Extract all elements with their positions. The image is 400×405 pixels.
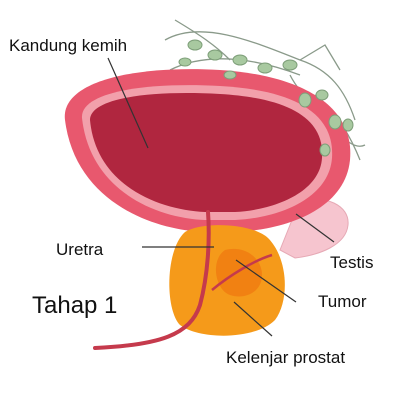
leader-line-bladder	[107, 57, 149, 149]
urethra-label: Uretra	[56, 240, 104, 259]
urethra-shape	[93, 210, 211, 350]
lymph-vessel	[299, 44, 341, 71]
lymph-node	[257, 62, 273, 74]
lymph-vessel	[174, 19, 231, 61]
bladder-label: Kandung kemih	[9, 36, 128, 55]
tumor-label: Tumor	[318, 292, 367, 311]
leader-line-testis	[295, 213, 335, 243]
lymph-node	[232, 54, 248, 66]
lymph-nodes	[178, 39, 354, 157]
lymph-node	[223, 70, 237, 80]
urethra-branch	[211, 253, 273, 291]
lymph-vessel	[164, 31, 356, 121]
leader-lines	[107, 57, 335, 337]
lymph-node	[319, 143, 331, 157]
lymph-node	[298, 92, 312, 108]
leader-line-prostate	[233, 301, 273, 337]
bladder-lumen	[90, 93, 323, 212]
lymph-node	[315, 89, 329, 101]
lymph-node	[328, 114, 342, 130]
leader-line-tumor	[235, 259, 297, 303]
lymph-node	[207, 49, 223, 61]
lymph-node	[187, 39, 203, 51]
lymph-node	[342, 118, 354, 132]
tumor-shape	[215, 248, 262, 297]
prostate-label: Kelenjar prostat	[226, 348, 346, 367]
stage-label: Tahap 1	[32, 292, 118, 319]
testis-label: Testis	[330, 253, 374, 272]
lymph-node	[178, 57, 192, 67]
lymph-node	[282, 59, 298, 71]
